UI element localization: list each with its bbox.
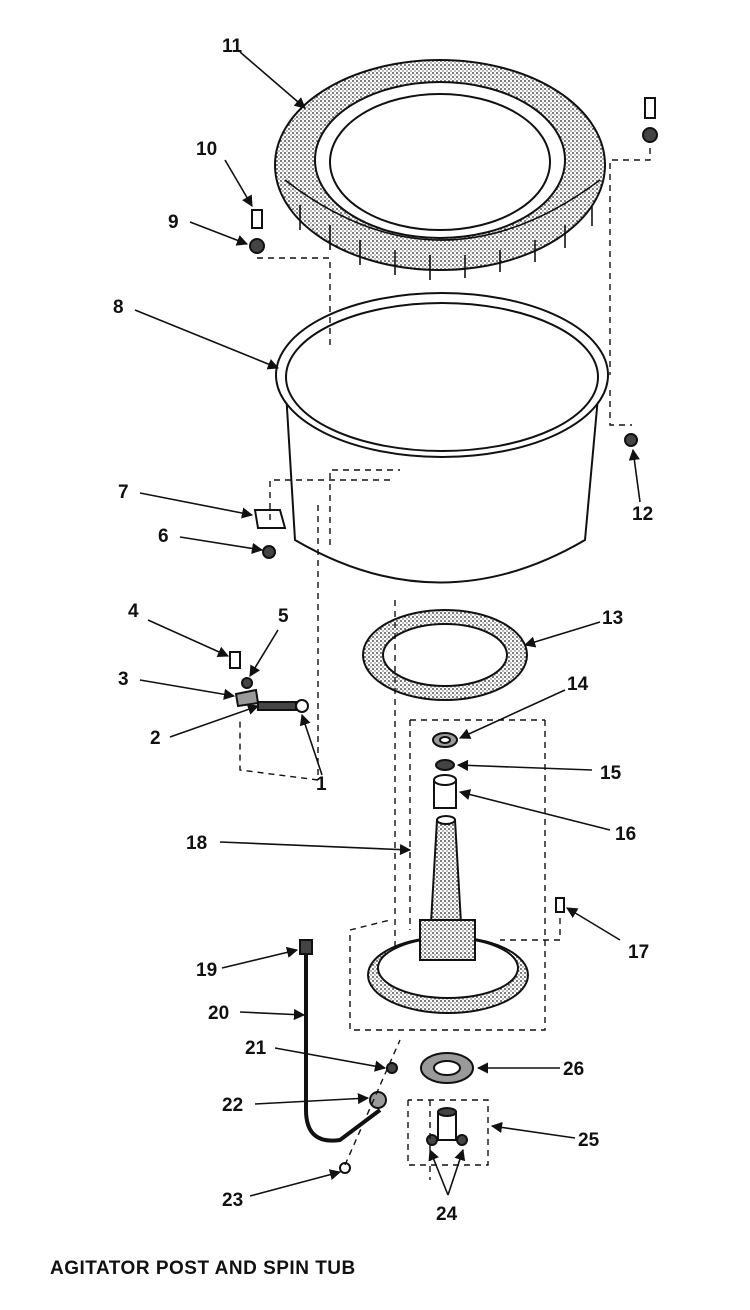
- callout-25: 25: [578, 1130, 600, 1151]
- callout-4: 4: [128, 601, 139, 622]
- callout-16: 16: [615, 824, 636, 845]
- callout-26: 26: [563, 1059, 584, 1080]
- hub-seal: [420, 1052, 474, 1084]
- callout-1: 1: [316, 774, 327, 795]
- callout-14: 14: [567, 674, 589, 695]
- callout-24: 24: [436, 1204, 458, 1225]
- callout-15: 15: [600, 763, 622, 784]
- callout-8: 8: [113, 297, 124, 318]
- seal-stack: [432, 732, 458, 809]
- spin-tub: [275, 292, 609, 584]
- callout-7: 7: [118, 482, 129, 503]
- diagram-title: AGITATOR POST AND SPIN TUB: [50, 1258, 356, 1279]
- callout-3: 3: [118, 669, 129, 690]
- callout-21: 21: [245, 1038, 267, 1059]
- drive-hub: [426, 1107, 468, 1146]
- tub-gasket: [362, 609, 528, 701]
- callout-2: 2: [150, 728, 161, 749]
- balance-ring: [274, 59, 606, 280]
- callout-11: 11: [222, 36, 243, 57]
- drain-hose: [299, 939, 398, 1174]
- callout-19: 19: [196, 960, 217, 981]
- leader-lines: [134, 51, 641, 1197]
- callout-6: 6: [158, 526, 169, 547]
- callout-20: 20: [208, 1003, 229, 1024]
- agitator-post-base: [367, 815, 529, 1014]
- callout-12: 12: [632, 504, 653, 525]
- callout-17: 17: [628, 942, 649, 963]
- callout-labels: 11 10 9 8 7 6 12 4 5 3 2 1 13 14 15 16 1…: [113, 36, 653, 1225]
- callout-9: 9: [168, 212, 179, 233]
- callout-5: 5: [278, 606, 289, 627]
- callout-13: 13: [602, 608, 623, 629]
- hardware-screws: [229, 97, 658, 913]
- callout-18: 18: [186, 833, 207, 854]
- callout-23: 23: [222, 1190, 243, 1211]
- assembly-lines: [239, 148, 651, 1180]
- callout-10: 10: [196, 139, 217, 160]
- callout-22: 22: [222, 1095, 243, 1116]
